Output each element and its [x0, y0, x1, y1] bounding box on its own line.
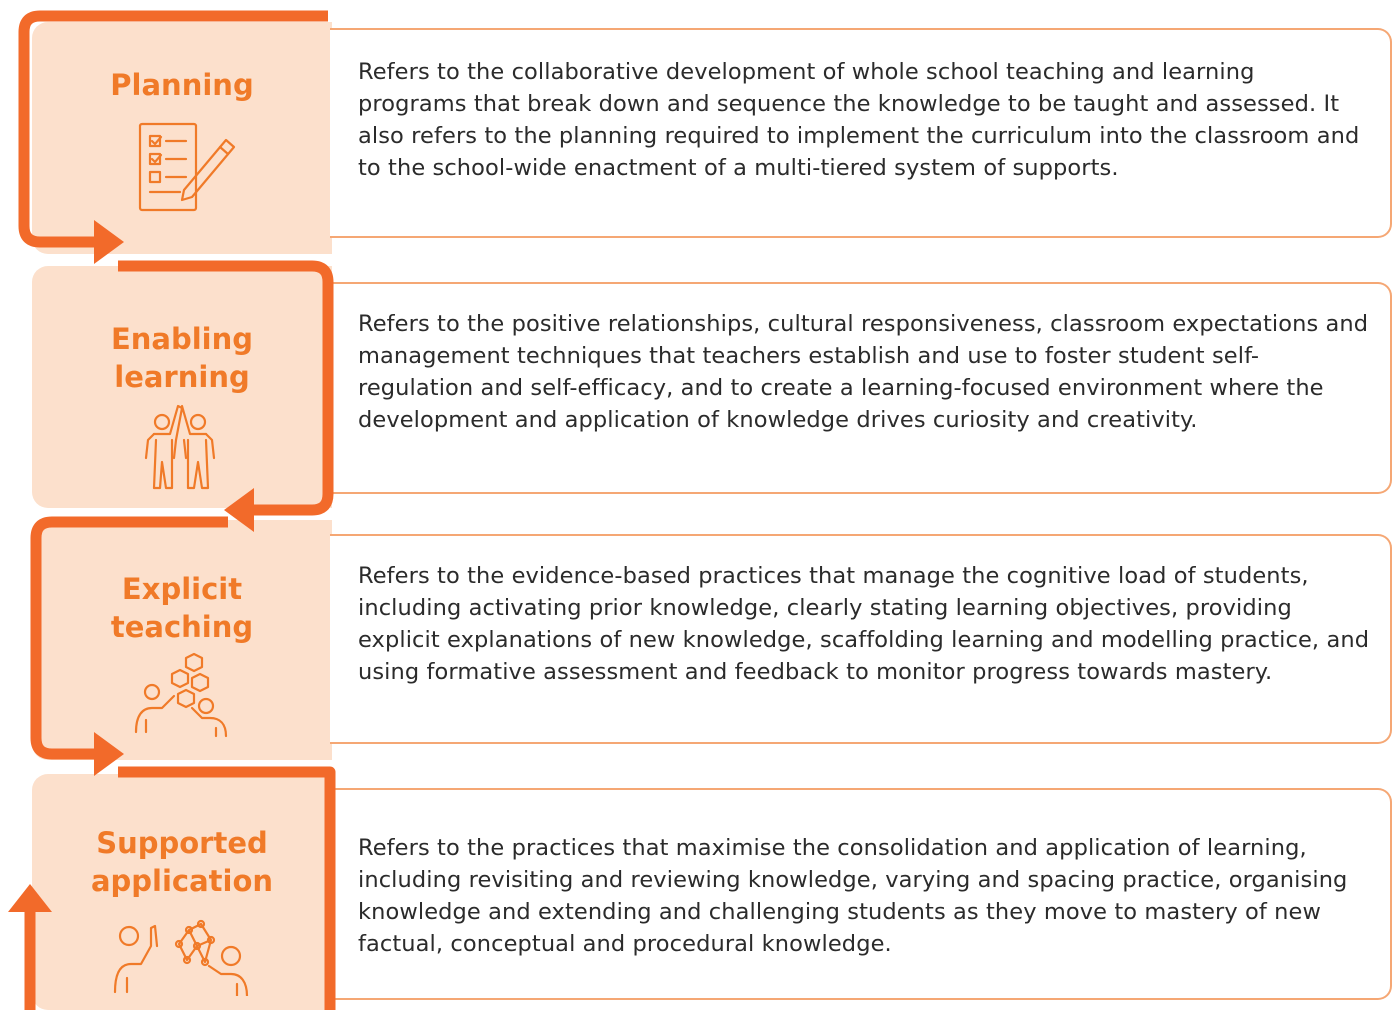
description-planning: Refers to the collaborative development …: [358, 59, 1360, 181]
label-title-supported-application: Supported application: [90, 826, 274, 898]
label-box-planning: Planning: [32, 22, 332, 254]
label-box-explicit-teaching: Explicit teaching: [32, 520, 332, 760]
description-supported-application: Refers to the practices that maximise th…: [358, 835, 1348, 957]
people-hexagons-icon: [32, 650, 332, 744]
label-title-enabling-learning: Enabling learning: [110, 322, 254, 394]
description-box-planning: Refers to the collaborative development …: [330, 28, 1392, 238]
label-title-explicit-teaching: Explicit teaching: [110, 572, 254, 644]
high-five-people-icon: [32, 400, 332, 496]
description-explicit-teaching: Refers to the evidence-based practices t…: [358, 563, 1370, 685]
checklist-pencil-icon: [32, 118, 332, 222]
label-title-planning: Planning: [110, 68, 254, 102]
row-enabling-learning: Enabling learning Refers to the positive…: [0, 266, 1396, 508]
description-box-enabling-learning: Refers to the positive relationships, cu…: [330, 282, 1392, 494]
label-box-supported-application: Supported application: [32, 774, 332, 1010]
description-box-supported-application: Refers to the practices that maximise th…: [330, 788, 1392, 1000]
row-planning: Planning Refers to the collaborative dev…: [0, 22, 1396, 254]
people-network-icon: [32, 916, 332, 1000]
description-box-explicit-teaching: Refers to the evidence-based practices t…: [330, 534, 1392, 744]
description-enabling-learning: Refers to the positive relationships, cu…: [358, 311, 1369, 433]
label-box-enabling-learning: Enabling learning: [32, 266, 332, 508]
row-explicit-teaching: Explicit teaching Refers to the evidence…: [0, 520, 1396, 760]
row-supported-application: Supported application Refers to the prac: [0, 774, 1396, 1010]
